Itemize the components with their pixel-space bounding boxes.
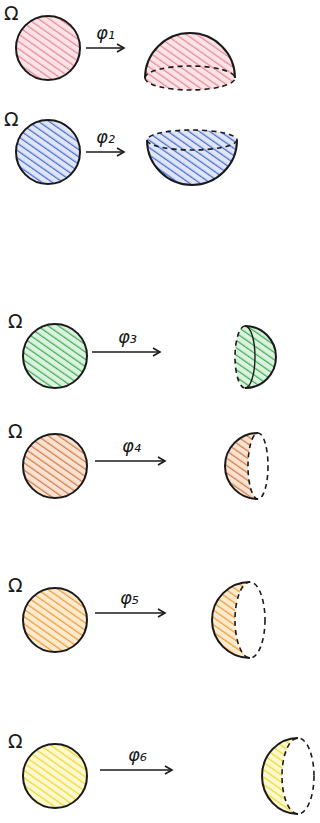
domain-disk [23, 588, 87, 652]
map-arrow [95, 612, 165, 614]
domain-label: Ω [4, 4, 19, 23]
map-label: φ₂ [96, 128, 115, 146]
domain-disk [23, 434, 87, 498]
map-label: φ₃ [118, 328, 137, 346]
map-label: φ₆ [128, 746, 147, 764]
domain-label: Ω [8, 422, 23, 441]
domain-disk [16, 16, 80, 80]
domain-label: Ω [4, 110, 19, 129]
upper-hemisphere [145, 33, 235, 78]
map-arrow [86, 47, 124, 49]
map-label: φ₅ [120, 589, 139, 607]
map-arrow [86, 151, 124, 153]
domain-label: Ω [8, 312, 23, 331]
domain-label: Ω [8, 576, 23, 595]
map-label: φ₁ [96, 24, 115, 42]
lower-hemisphere [147, 140, 237, 185]
map-label: φ₄ [122, 437, 141, 455]
map-arrow [100, 769, 172, 771]
domain-disk [23, 324, 87, 388]
left-hemisphere [262, 738, 298, 814]
domain-label: Ω [8, 732, 23, 751]
left-hemisphere [225, 433, 258, 499]
right-hemisphere [245, 326, 276, 388]
map-arrow [92, 351, 160, 353]
domain-disk [23, 744, 87, 808]
map-arrow [95, 460, 165, 462]
left-hemisphere [212, 582, 250, 658]
domain-disk [16, 120, 80, 184]
